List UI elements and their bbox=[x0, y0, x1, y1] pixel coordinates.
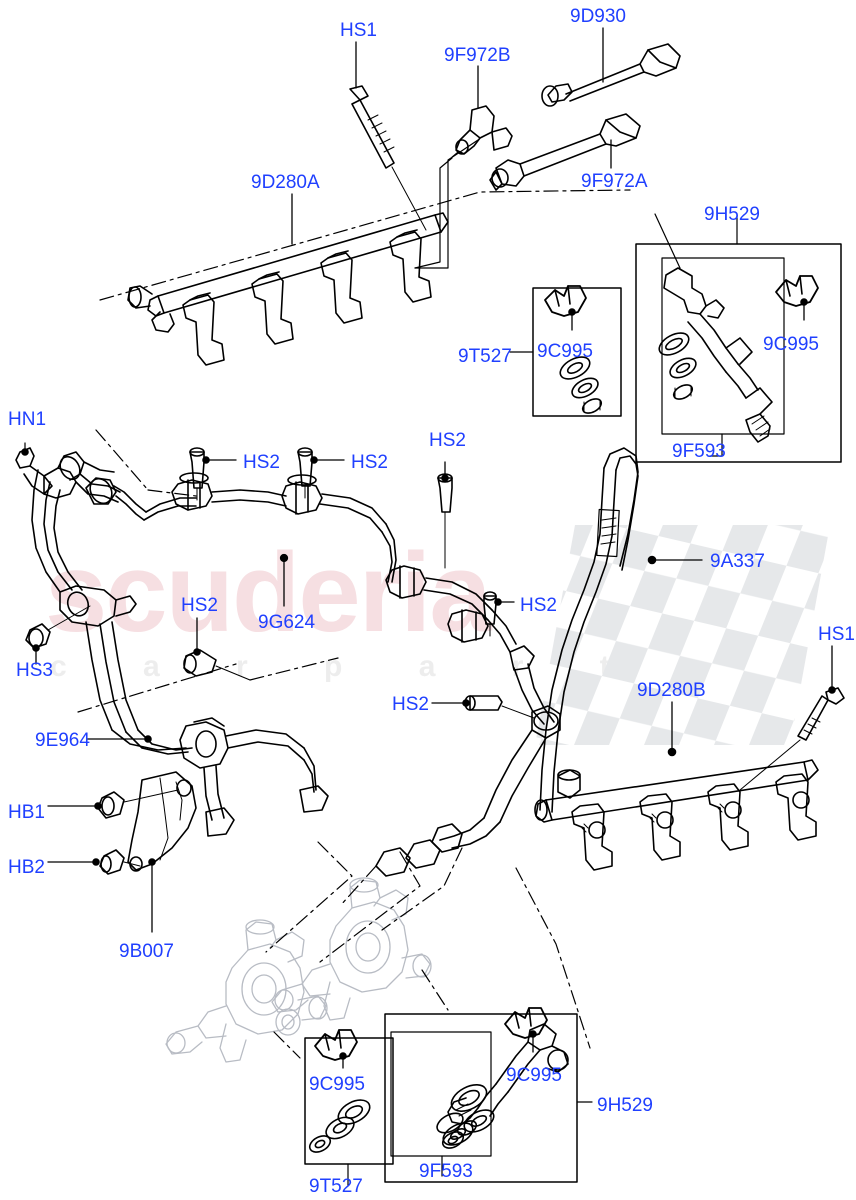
part-label-9c995-botl[interactable]: 9C995 bbox=[309, 1074, 365, 1095]
watermark-scuderia: scuderia bbox=[45, 530, 492, 655]
part-label-9f972b[interactable]: 9F972B bbox=[444, 45, 511, 66]
part-label-9h529-bot[interactable]: 9H529 bbox=[597, 1095, 653, 1116]
part-label-hn1[interactable]: HN1 bbox=[8, 409, 47, 430]
fuel-rail-9D280A bbox=[127, 212, 449, 366]
injector-9F593-bottom bbox=[436, 1023, 569, 1149]
part-label-9t527-bot[interactable]: 9T527 bbox=[309, 1176, 363, 1197]
bolt-HS1-top bbox=[349, 85, 427, 231]
part-label-9c995-topl[interactable]: 9C995 bbox=[537, 341, 593, 362]
seals-9T527-bottom bbox=[308, 1099, 371, 1153]
part-label-hs3[interactable]: HS3 bbox=[16, 660, 53, 681]
box-9T527-top bbox=[509, 287, 622, 417]
part-label-hs2-b[interactable]: HS2 bbox=[351, 452, 388, 473]
part-label-9h529-top[interactable]: 9H529 bbox=[704, 204, 760, 225]
part-label-9d930[interactable]: 9D930 bbox=[570, 6, 626, 27]
part-label-9e964[interactable]: 9E964 bbox=[35, 730, 90, 751]
clip-9C995-top-left bbox=[544, 285, 587, 331]
part-label-hb2[interactable]: HB2 bbox=[8, 857, 45, 878]
part-label-hs2-a[interactable]: HS2 bbox=[243, 452, 280, 473]
part-label-hs2-d[interactable]: HS2 bbox=[181, 595, 218, 616]
part-label-9a337[interactable]: 9A337 bbox=[710, 551, 765, 572]
ghost-fuel-pumps bbox=[165, 877, 432, 1063]
bolts-HS2 bbox=[183, 447, 535, 719]
part-label-9f593-top[interactable]: 9F593 bbox=[672, 441, 726, 462]
part-label-hs2-f[interactable]: HS2 bbox=[392, 694, 429, 715]
leader-bracket-f972 bbox=[414, 157, 453, 269]
part-label-9b007[interactable]: 9B007 bbox=[119, 941, 174, 962]
part-label-hs2-c[interactable]: HS2 bbox=[429, 430, 466, 451]
part-label-9c995-botr[interactable]: 9C995 bbox=[506, 1065, 562, 1086]
fuel-rail-9D280B bbox=[534, 701, 819, 871]
part-label-hb1[interactable]: HB1 bbox=[8, 802, 45, 823]
part-label-hs1-top[interactable]: HS1 bbox=[340, 20, 377, 41]
sensor-9F972A bbox=[489, 113, 641, 191]
exploded-line-rail-a bbox=[99, 189, 631, 301]
leader-bracket-a bbox=[414, 139, 479, 269]
seals-9F593-bottom bbox=[442, 1084, 495, 1146]
box-9H529-bottom bbox=[384, 1013, 593, 1183]
part-label-9f972a[interactable]: 9F972A bbox=[581, 171, 648, 192]
clip-9C995-bottom-left bbox=[314, 1029, 358, 1069]
part-label-9t527-top[interactable]: 9T527 bbox=[458, 346, 512, 367]
box-9H529-top bbox=[635, 215, 842, 463]
box-9T527-bottom bbox=[304, 1037, 394, 1187]
clip-9C995-top-right bbox=[775, 275, 819, 321]
part-label-9c995-topr[interactable]: 9C995 bbox=[763, 334, 819, 355]
exploded-lines-lower bbox=[77, 429, 591, 1059]
leader-9G624 bbox=[279, 553, 289, 607]
bolt-HS1-right bbox=[739, 645, 845, 791]
part-label-hs2-e[interactable]: HS2 bbox=[520, 595, 557, 616]
fuel-pipes-9E964-9G624 bbox=[15, 442, 535, 933]
part-label-9g624[interactable]: 9G624 bbox=[258, 612, 316, 633]
part-label-9d280b[interactable]: 9D280B bbox=[637, 680, 706, 701]
pipe-9A337 bbox=[539, 447, 703, 813]
injector-9F593-top bbox=[654, 213, 773, 443]
part-label-hs1-right[interactable]: HS1 bbox=[818, 624, 855, 645]
part-label-9f593-bot[interactable]: 9F593 bbox=[419, 1161, 473, 1182]
sensor-9F972B bbox=[451, 105, 513, 158]
part-label-9d280a[interactable]: 9D280A bbox=[251, 172, 320, 193]
watermark-checkered-flag bbox=[535, 525, 830, 745]
harness-9D930 bbox=[541, 43, 681, 107]
clip-9C995-bottom-right bbox=[504, 1007, 548, 1053]
seals-9T527-top bbox=[559, 356, 603, 414]
